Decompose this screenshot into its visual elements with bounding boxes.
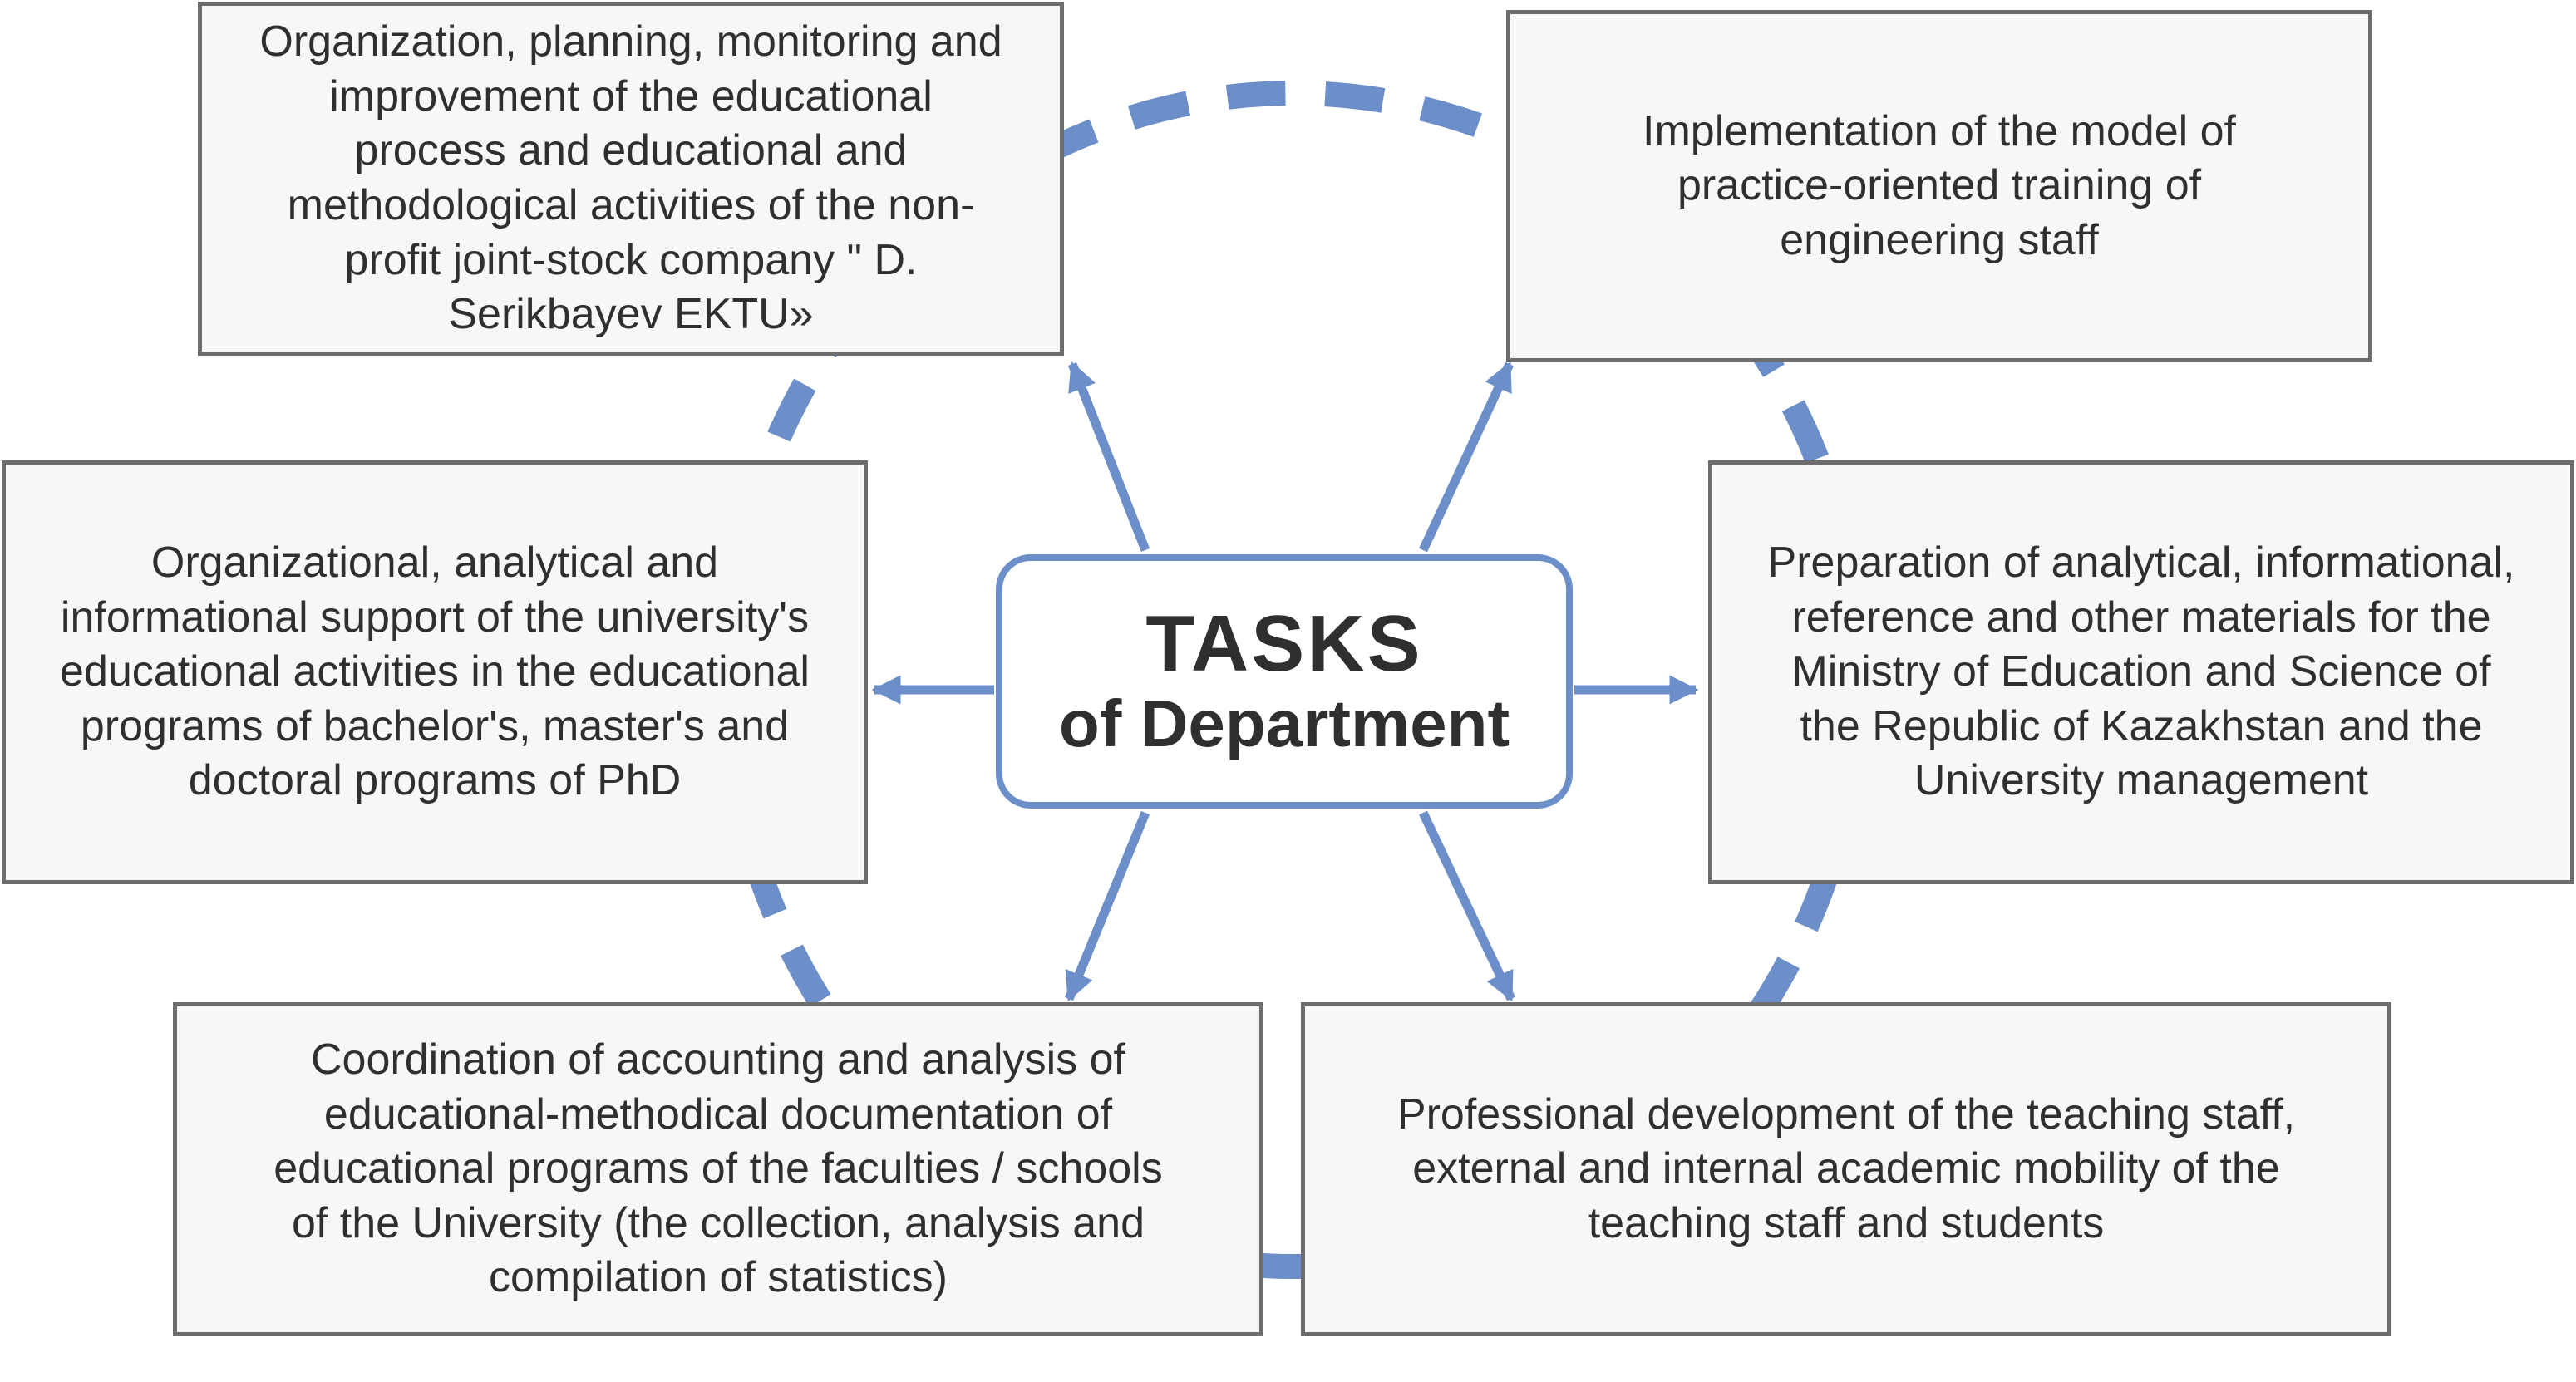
task-line: Organization, planning, monitoring and [259,17,1002,66]
task-line: external and internal academic mobility … [1412,1144,2280,1193]
task-text: Professional development of the teaching… [1397,1088,2295,1252]
task-box-bottom-left: Coordination of accounting and analysis … [173,1002,1263,1336]
center-subtitle: of Department [1058,686,1510,760]
task-box-mid-left: Organizational, analytical and informati… [2,460,868,884]
task-text: Organizational, analytical and informati… [60,536,810,809]
task-box-top-left: Organization, planning, monitoring and i… [198,2,1064,356]
task-line: Serikbayev EKTU» [448,290,814,339]
task-line: educational-methodical documentation of [323,1089,1113,1139]
task-line: process and educational and [354,126,908,175]
center-tasks-box: TASKS of Department [996,554,1573,809]
task-line: teaching staff and students [1588,1198,2105,1247]
task-line: Coordination of accounting and analysis … [311,1035,1125,1084]
arrow-to-top-right [1419,361,1514,553]
task-text: Coordination of accounting and analysis … [273,1033,1162,1306]
task-text: Organization, planning, monitoring and i… [259,15,1002,342]
task-line: Implementation of the model of [1643,106,2236,155]
task-line: the Republic of Kazakhstan and the [1800,701,2483,750]
task-line: methodological activities of the non- [287,181,975,229]
task-line: Ministry of Education and Science of [1791,647,2491,696]
task-line: University management [1914,756,2369,805]
task-box-mid-right: Preparation of analytical, informational… [1708,460,2574,884]
task-line: engineering staff [1780,215,2099,264]
arrow-to-bottom-left [1064,810,1150,1002]
center-title: TASKS [1145,598,1423,688]
task-line: educational activities in the educationa… [60,647,810,696]
task-line: reference and other materials for the [1791,593,2491,642]
task-line: programs of bachelor's, master's and [80,701,790,750]
task-line: Professional development of the teaching… [1396,1089,2296,1139]
task-line: practice-oriented training of [1677,161,2202,210]
task-line: compilation of statistics) [489,1253,948,1302]
task-line: informational support of the university'… [60,593,810,642]
task-line: of the University (the collection, analy… [291,1198,1145,1247]
arrow-to-bottom-right [1419,810,1515,1002]
task-line: doctoral programs of PhD [188,756,682,805]
task-box-bottom-right: Professional development of the teaching… [1301,1002,2391,1336]
task-text: Preparation of analytical, informational… [1768,536,2515,809]
arrow-to-top-left [1067,361,1150,553]
task-line: Preparation of analytical, informational… [1767,539,2515,588]
task-line: educational programs of the faculties / … [273,1144,1163,1193]
task-text: Implementation of the model of practice-… [1643,105,2236,268]
task-line: profit joint-stock company " D. [344,235,918,284]
task-line: improvement of the educational [329,71,933,120]
task-line: Organizational, analytical and [150,539,719,588]
task-box-top-right: Implementation of the model of practice-… [1506,10,2372,362]
